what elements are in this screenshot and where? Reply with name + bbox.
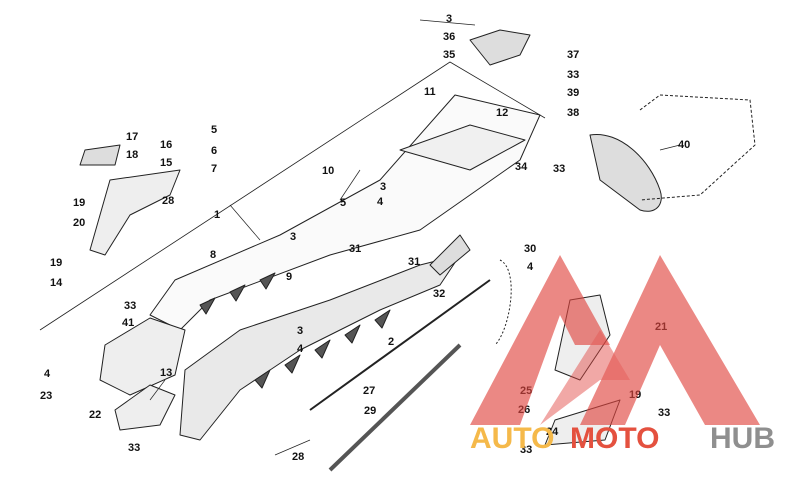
watermark-auto: AUTO: [470, 422, 554, 455]
callout-33d: 33: [128, 442, 140, 454]
callout-31a: 31: [349, 243, 361, 255]
callout-27: 27: [363, 385, 375, 397]
callout-23: 23: [40, 390, 52, 402]
watermark-moto: MOTO: [570, 422, 659, 455]
callout-8: 8: [210, 249, 216, 261]
callout-22: 22: [89, 409, 101, 421]
callout-29: 29: [364, 405, 376, 417]
callout-15: 15: [160, 157, 172, 169]
callout-12: 12: [496, 107, 508, 119]
callout-39: 39: [567, 87, 579, 99]
callout-labels: 1 2 3 3 3 3 4 4 4 4 5 5 6 7 8 9 10 11 12…: [40, 13, 690, 463]
callout-5a: 5: [211, 124, 217, 136]
callout-3c: 3: [290, 231, 296, 243]
callout-19b: 19: [50, 257, 62, 269]
callout-1: 1: [214, 209, 220, 221]
watermark-logo: [470, 255, 760, 425]
callout-19a: 19: [73, 197, 85, 209]
callout-4a: 4: [377, 196, 384, 208]
callout-18: 18: [126, 149, 138, 161]
callout-16: 16: [160, 139, 172, 151]
chassis-side: [179, 254, 461, 441]
rear-bumper: [589, 133, 662, 212]
callout-36: 36: [443, 31, 455, 43]
callout-35: 35: [443, 49, 455, 61]
callout-33e: 33: [658, 407, 670, 419]
callout-33c: 33: [124, 300, 136, 312]
callout-3b: 3: [380, 181, 386, 193]
callout-38: 38: [567, 107, 579, 119]
callout-9: 9: [286, 271, 292, 283]
callout-32: 32: [433, 288, 445, 300]
callout-40: 40: [678, 139, 690, 151]
skid-plate: [114, 384, 176, 431]
callout-34: 34: [515, 161, 528, 173]
front-bulkhead: [99, 317, 186, 396]
callout-6: 6: [211, 145, 217, 157]
callout-28a: 28: [162, 195, 174, 207]
callout-33f: 33: [520, 444, 532, 456]
callout-11: 11: [424, 86, 436, 98]
callout-30: 30: [524, 243, 536, 255]
callout-5b: 5: [340, 197, 346, 209]
watermark-text: AUTO MOTO HUB: [470, 422, 775, 455]
callout-24: 24: [546, 426, 559, 438]
rail-rod-29: [328, 343, 462, 472]
callout-31b: 31: [408, 256, 420, 268]
callout-14: 14: [50, 277, 63, 289]
frame-outline: [39, 61, 546, 331]
callout-7: 7: [211, 163, 217, 175]
leader-lines: [149, 19, 681, 456]
truss-pattern: [199, 272, 391, 389]
callout-20: 20: [73, 217, 85, 229]
cover-piece: [79, 144, 121, 166]
callout-41: 41: [122, 317, 134, 329]
callout-13: 13: [160, 367, 172, 379]
callout-28b: 28: [292, 451, 304, 463]
callout-2: 2: [388, 336, 394, 348]
callout-4c: 4: [527, 261, 534, 273]
callout-33a: 33: [567, 69, 579, 81]
callout-4d: 4: [44, 368, 51, 380]
callout-17: 17: [126, 131, 138, 143]
callout-10: 10: [322, 165, 334, 177]
bracket-32: [429, 234, 471, 276]
rail-rod-27: [309, 279, 491, 411]
callout-3a: 3: [446, 13, 452, 25]
callout-37: 37: [567, 49, 579, 61]
top-bracket: [469, 29, 531, 66]
mount-bracket: [89, 169, 181, 256]
callout-33b: 33: [553, 163, 565, 175]
watermark-triangle-left: [470, 255, 610, 425]
callout-3d: 3: [297, 325, 303, 337]
bumper-frame: [639, 94, 756, 201]
watermark-hub: HUB: [710, 422, 775, 455]
watermark-triangle-right: [580, 255, 760, 425]
linkage-30: [494, 259, 512, 346]
deck-panel: [399, 124, 526, 171]
callout-4b: 4: [297, 343, 304, 355]
watermark-inner-tri: [540, 330, 630, 425]
